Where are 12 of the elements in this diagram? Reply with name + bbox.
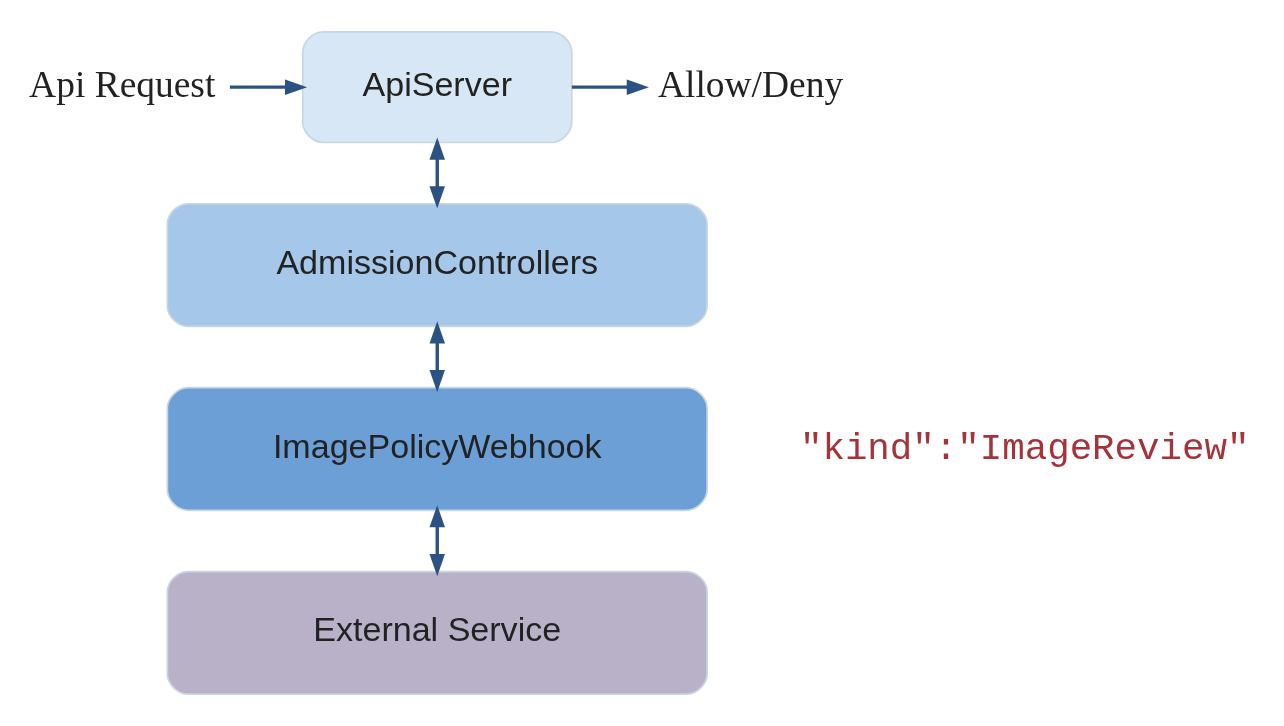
- node-box: ApiServer: [301, 30, 573, 144]
- node-box: AdmissionControllers: [166, 202, 708, 328]
- label: "kind":"ImageReview": [799, 427, 1250, 470]
- arrow: [429, 137, 445, 209]
- arrow: [229, 79, 308, 95]
- arrow: [429, 505, 445, 577]
- node-text: Allow/Deny: [657, 63, 844, 105]
- node-box: External Service: [166, 570, 708, 696]
- arrow: [429, 321, 445, 393]
- node-box: ImagePolicyWebhook: [166, 386, 708, 512]
- node-text: Api Request: [29, 63, 216, 105]
- arrow: [571, 79, 649, 95]
